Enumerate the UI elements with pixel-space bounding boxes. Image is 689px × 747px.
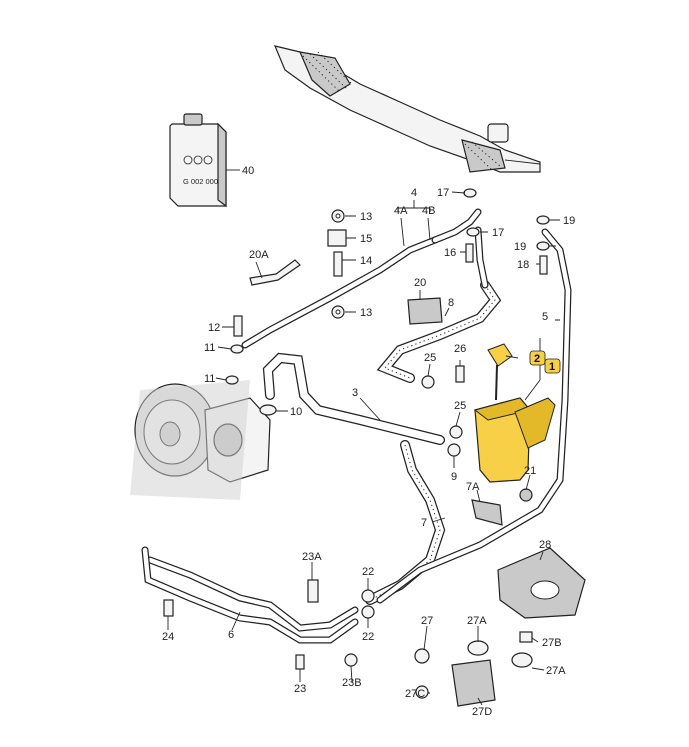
small-parts [163,188,586,707]
label-18: 18 [517,259,529,271]
label-25-top: 25 [424,352,436,364]
label-24: 24 [162,631,174,643]
label-4b: 4B [422,205,435,217]
label-22-top: 22 [362,566,374,578]
fluid-reservoir [473,343,556,483]
label-1: 1 [549,361,555,373]
label-12: 12 [208,322,220,334]
label-14: 14 [360,255,372,267]
label-8: 8 [448,297,454,309]
label-5: 5 [542,311,548,323]
label-27b: 27B [542,637,562,649]
label-21: 21 [524,465,536,477]
label-7: 7 [421,517,427,529]
label-4a: 4A [394,205,408,217]
label-16: 16 [444,247,456,259]
label-28: 28 [539,539,551,551]
label-26: 26 [454,343,466,355]
label-27c: 27C [405,688,425,700]
label-10: 10 [290,406,302,418]
label-27d: 27D [472,706,492,718]
label-13-bottom: 13 [360,307,372,319]
label-19-top: 19 [563,215,575,227]
label-9: 9 [451,471,457,483]
label-23b: 23B [342,677,362,689]
label-27: 27 [421,615,433,627]
callout-labels: 40 4 4A 4B 13 15 14 13 17 17 16 19 19 18… [162,165,575,718]
steering-pump [130,380,271,500]
label-2: 2 [534,353,540,365]
label-17-top: 17 [437,187,449,199]
label-15: 15 [360,233,372,245]
leader-lines [167,191,560,706]
label-20a: 20A [249,249,269,261]
label-7a: 7A [466,481,480,493]
steering-rack [273,45,541,173]
can-text: G 002 000 [183,177,218,186]
label-23: 23 [294,683,306,695]
label-27a-right: 27A [546,665,566,677]
label-11-bottom: 11 [204,373,215,385]
label-19-bottom: 19 [514,241,526,253]
label-20: 20 [414,277,426,289]
label-17-bottom: 17 [492,227,504,239]
label-22-bottom: 22 [362,631,374,643]
label-27a-top: 27A [467,615,487,627]
fluid-can: G 002 000 [169,113,240,208]
label-3: 3 [352,387,358,399]
hoses [141,208,572,644]
label-6: 6 [228,629,234,641]
label-40: 40 [242,165,254,177]
label-23a: 23A [302,551,322,563]
label-25-bottom: 25 [454,400,466,412]
label-11-top: 11 [204,342,215,354]
label-4: 4 [411,187,417,199]
label-13-top: 13 [360,211,372,223]
